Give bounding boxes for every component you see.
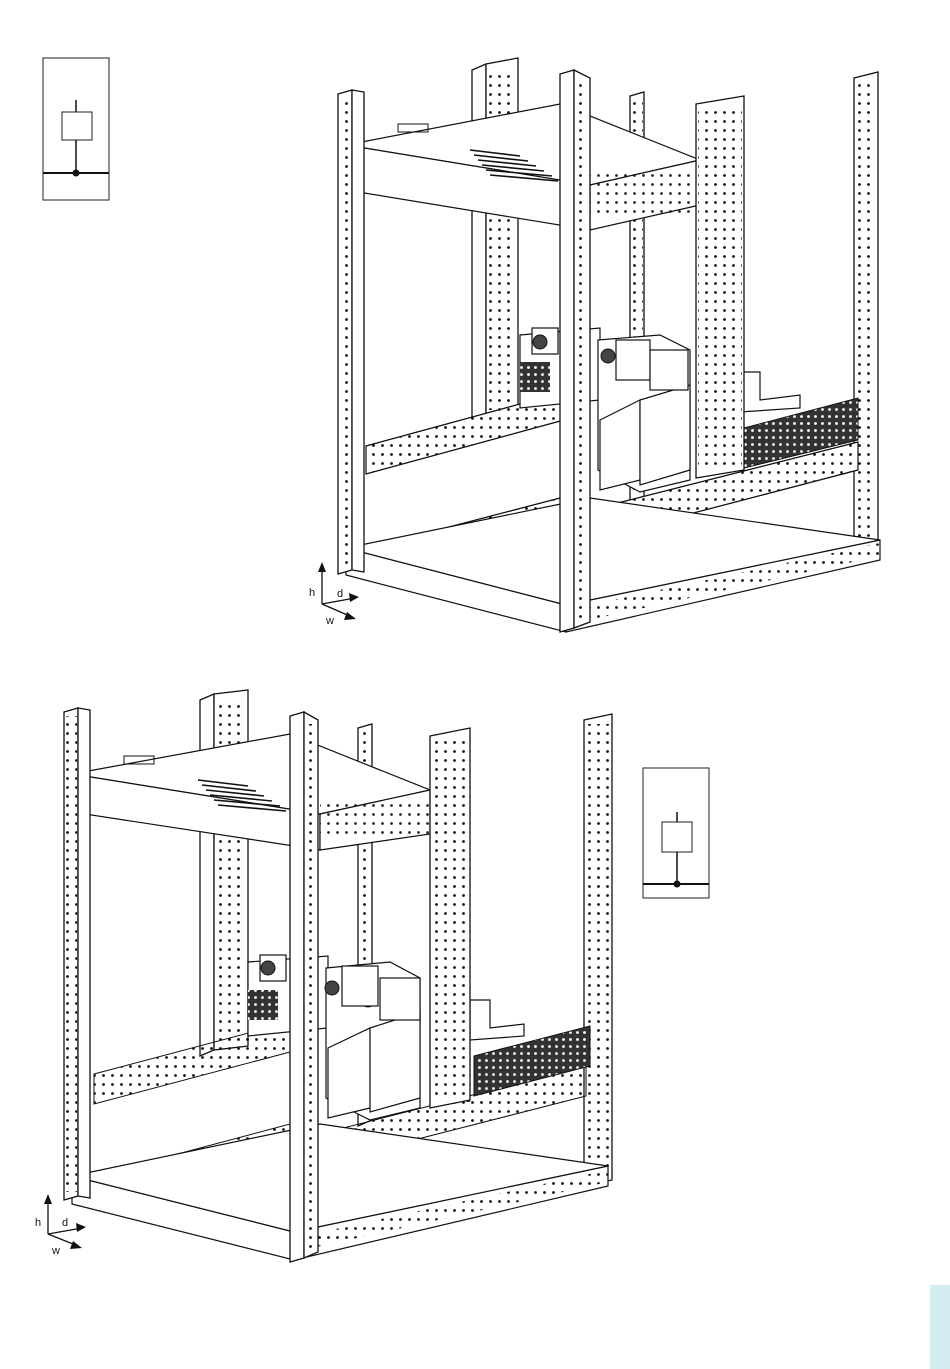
axis-label-w: w: [51, 1245, 60, 1257]
roof-panel-top: [346, 104, 700, 230]
top-figure: h d w: [43, 58, 880, 632]
base-frame-bottom: [72, 1124, 608, 1260]
switch-symbol-bottom: [643, 768, 709, 898]
axis-label-w: w: [325, 615, 334, 627]
bottom-figure: h d w: [35, 690, 709, 1262]
axis-label-h: h: [309, 587, 315, 599]
axis-label-d: d: [62, 1217, 68, 1229]
axis-label-d: d: [337, 588, 343, 600]
roof-panel-bottom: [72, 734, 430, 850]
axis-label-h: h: [35, 1217, 41, 1229]
switch-symbol-top: [43, 58, 109, 200]
base-frame-top: [346, 498, 880, 632]
